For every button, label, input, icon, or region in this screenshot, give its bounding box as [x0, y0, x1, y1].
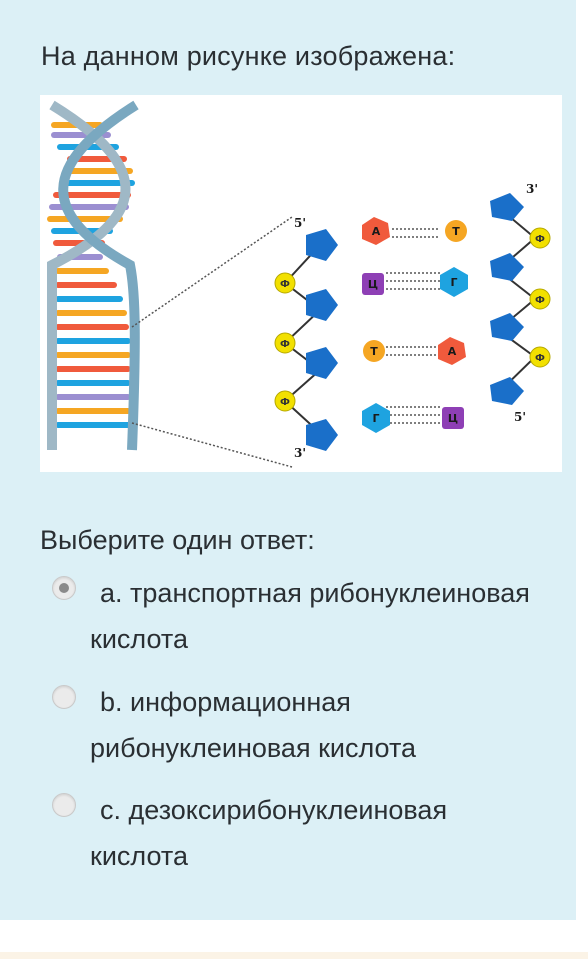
phosphate-label: Ф [535, 353, 545, 364]
dna-figure: Ф Ф Ф Ф Ф Ф [40, 95, 562, 472]
base-label: А [372, 225, 381, 238]
phosphate-label: Ф [280, 339, 290, 350]
next-card-edge [0, 952, 588, 959]
base-label: А [448, 345, 457, 358]
phosphate-label: Ф [535, 234, 545, 245]
question-text: На данном рисунке изображена: [41, 41, 456, 71]
base-label: Т [370, 345, 378, 358]
double-helix-image [47, 100, 140, 451]
option-text: информационная рибонуклеиновая кислота [90, 687, 417, 763]
strand-end-label: 5' [294, 216, 306, 230]
base-label: Г [372, 412, 379, 425]
option-label[interactable]: a. транспортная рибонуклеиновая кислота [90, 570, 550, 662]
radio-button-c[interactable] [52, 793, 76, 817]
radio-button-a[interactable] [52, 576, 76, 600]
base-label: Ц [448, 412, 458, 425]
option-letter: a. [100, 578, 123, 608]
leader-line-top [131, 216, 293, 328]
option-letter: b. [100, 687, 123, 717]
option-label[interactable]: c. дезоксирибонуклеиновая кислота [90, 787, 550, 879]
phosphate-label: Ф [535, 295, 545, 306]
option-letter: c. [100, 795, 122, 825]
question-card: На данном рисунке изображена: [0, 0, 576, 920]
option-text: транспортная рибонуклеиновая кислота [90, 578, 530, 654]
option-label[interactable]: b. информационная рибонуклеиновая кислот… [90, 679, 550, 771]
strand-end-label: 3' [526, 182, 538, 196]
base-label: Ц [368, 278, 378, 291]
option-text: дезоксирибонуклеиновая кислота [90, 795, 448, 871]
dna-illustration: Ф Ф Ф Ф Ф Ф [47, 100, 551, 468]
leader-line-bottom [131, 422, 293, 468]
phosphate-label: Ф [280, 397, 290, 408]
nucleotide-ladder: Ф Ф Ф Ф Ф Ф [274, 182, 551, 460]
base-label: Г [450, 276, 457, 289]
radio-button-b[interactable] [52, 685, 76, 709]
base-label: Т [452, 225, 460, 238]
strand-end-label: 3' [294, 446, 306, 460]
answer-prompt: Выберите один ответ: [40, 525, 315, 555]
phosphate-label: Ф [280, 279, 290, 290]
strand-end-label: 5' [514, 410, 526, 424]
